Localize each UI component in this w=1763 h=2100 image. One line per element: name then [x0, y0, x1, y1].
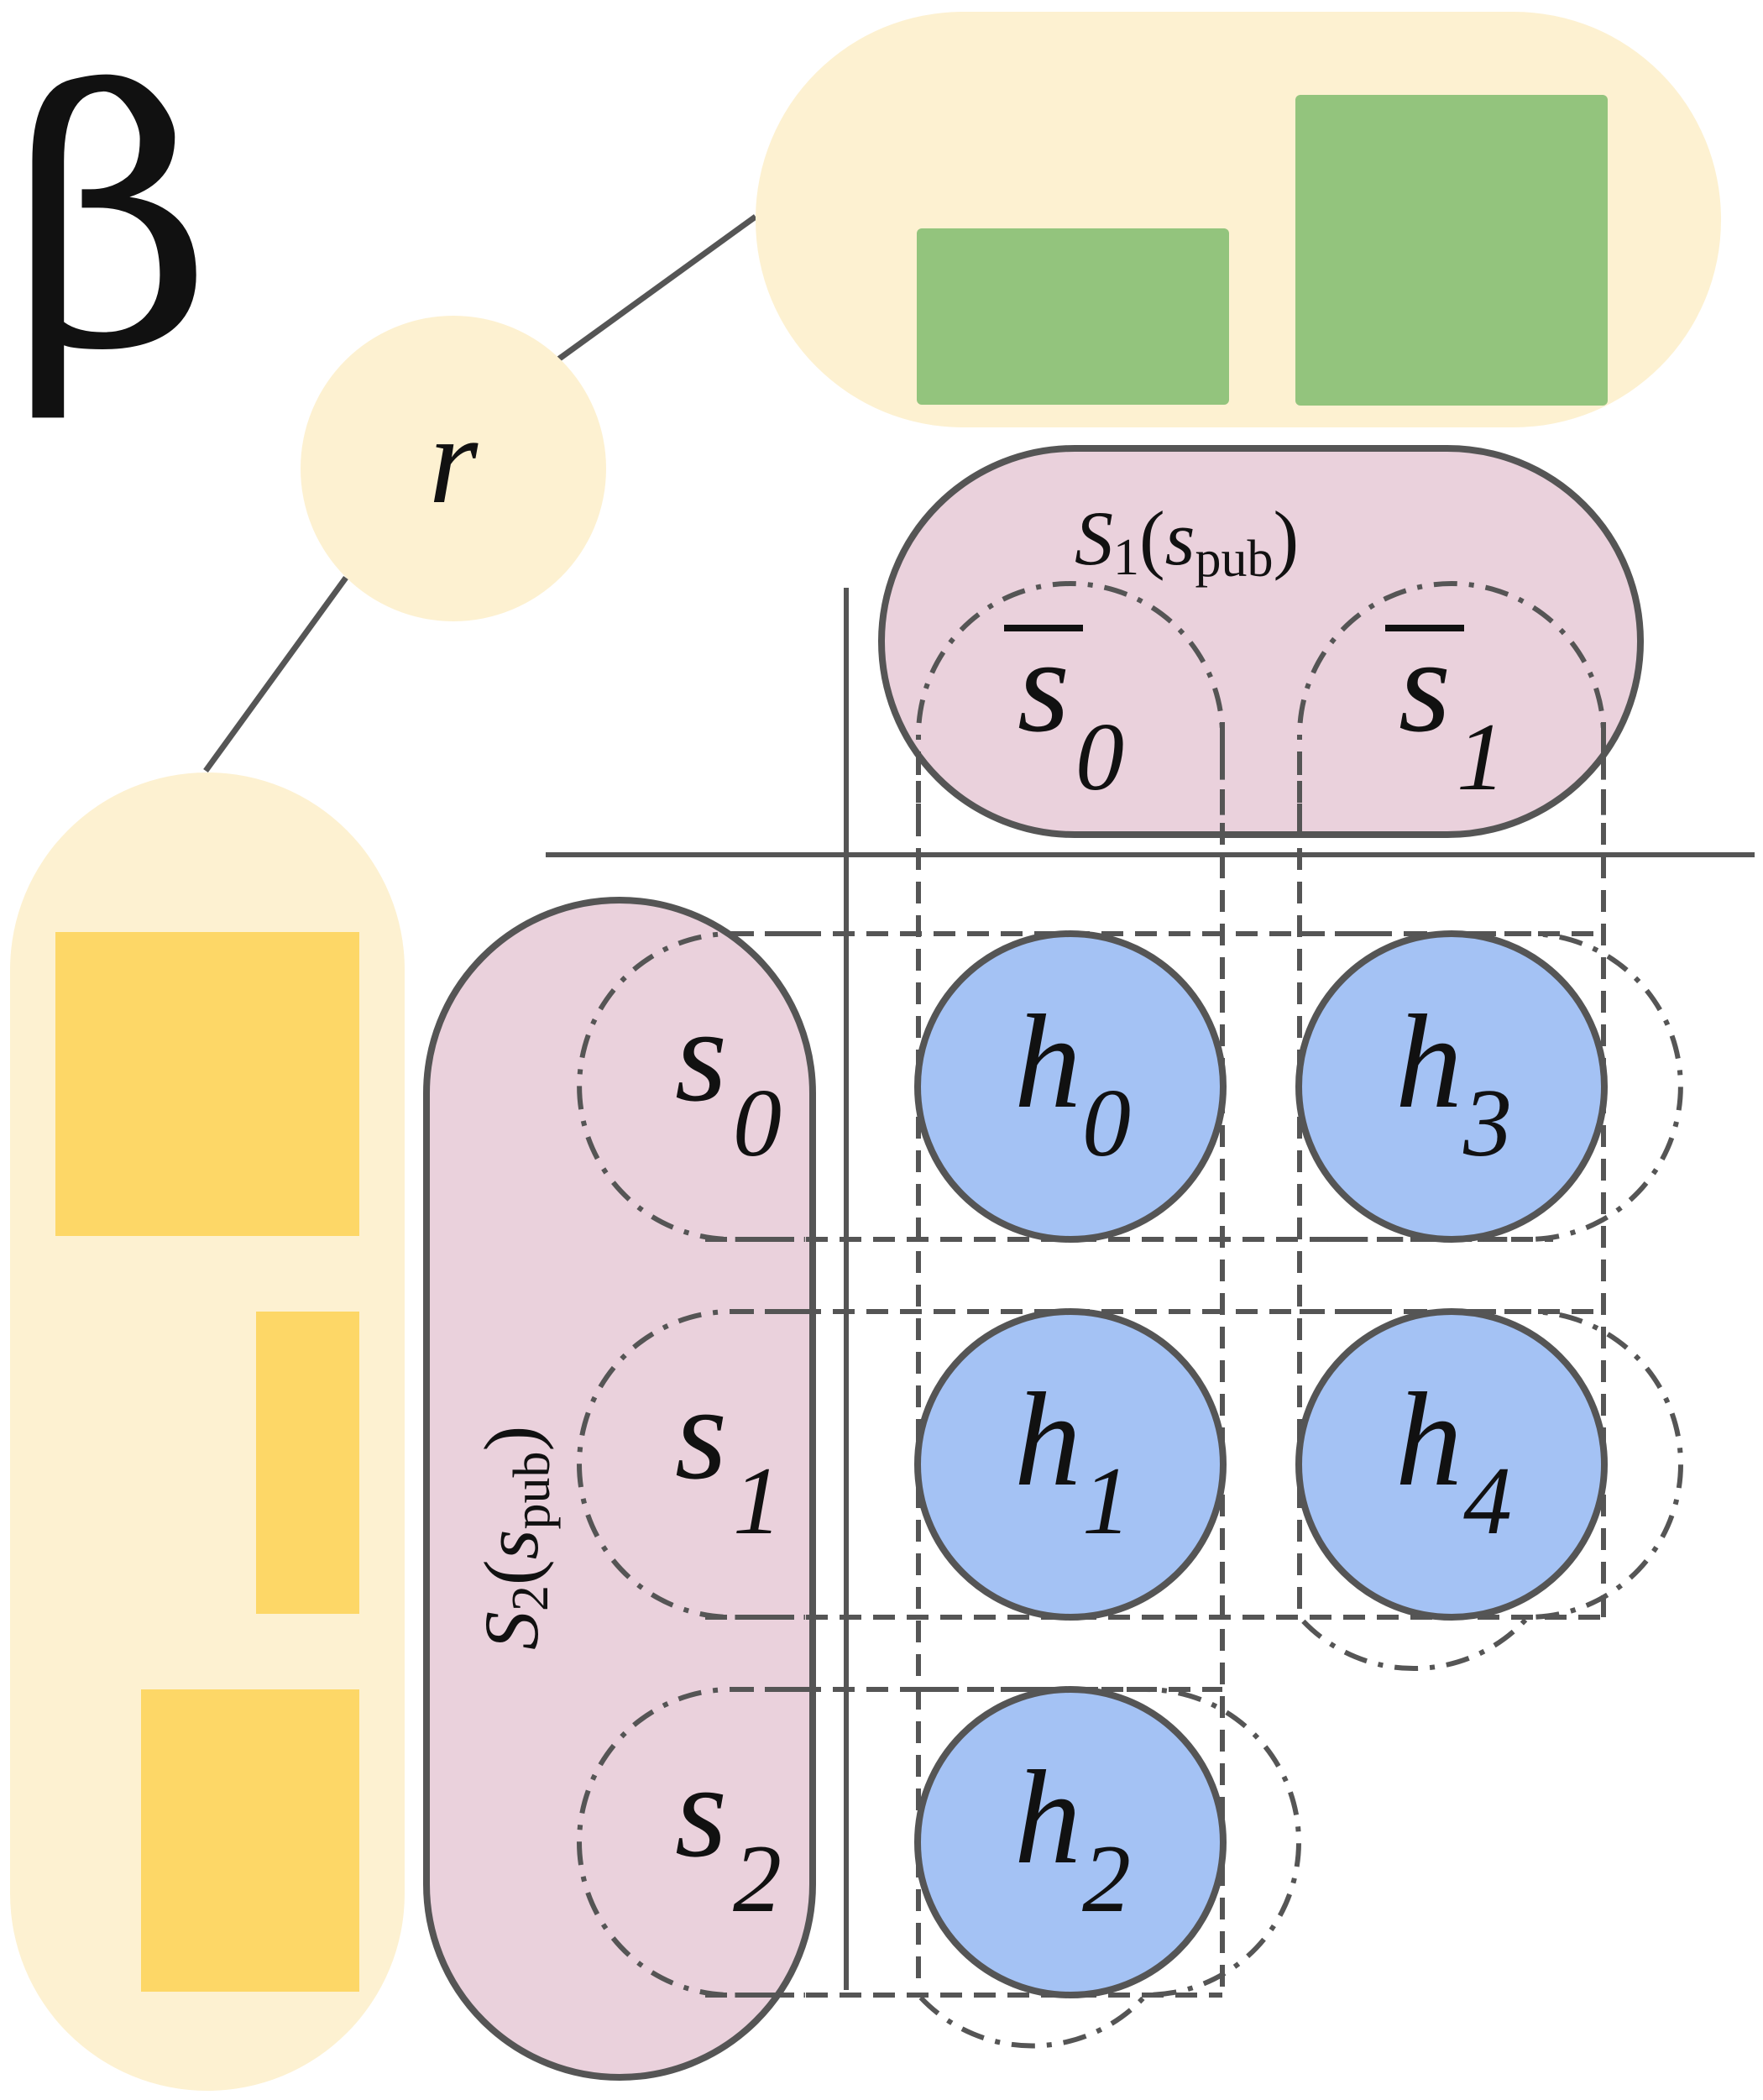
yellow-bar-1	[55, 932, 359, 1236]
green-bar-tall	[1295, 95, 1608, 406]
h0-label-sub: 0	[1082, 1070, 1131, 1177]
left-node-2-sub: 2	[733, 1825, 782, 1933]
s1-label-var-sub: pub	[1195, 531, 1273, 588]
h2-label-base: h	[1014, 1742, 1081, 1892]
s1-label-open: (	[1139, 495, 1165, 581]
h4-node	[1295, 1308, 1608, 1621]
edge-root-left	[203, 575, 348, 773]
h1-label: h 1	[1014, 1364, 1131, 1555]
h4-label-base: h	[1395, 1364, 1462, 1514]
svg-text:S1(spub): S1(spub)	[1075, 495, 1299, 588]
h0-label: h 0	[1014, 987, 1131, 1177]
left-node-1: s 1	[675, 1358, 782, 1555]
left-node-0-sub: 0	[733, 1070, 782, 1177]
top-node-0-base: s	[1018, 610, 1070, 760]
left-node-0-base: s	[675, 980, 727, 1129]
h0-label-base: h	[1014, 987, 1081, 1136]
left-s1-outline	[577, 1309, 805, 1620]
h1-label-base: h	[1014, 1364, 1081, 1514]
s2-label-open: (	[468, 1559, 554, 1585]
s1-label-close: )	[1273, 495, 1299, 581]
s2-label-var-sub: pub	[504, 1452, 561, 1530]
s2-label-sub: 2	[502, 1585, 559, 1611]
left-s0-outline	[577, 931, 805, 1242]
h3-node	[1295, 930, 1608, 1243]
s1-label: S1(spub)	[1075, 495, 1299, 588]
left-node-1-sub: 1	[733, 1448, 782, 1555]
s1-public-group	[878, 445, 1644, 838]
h3-label-base: h	[1395, 987, 1462, 1136]
yellow-bar-3	[141, 1689, 359, 1992]
h3-label: h 3	[1395, 987, 1512, 1177]
left-node-0: s 0	[675, 980, 782, 1177]
top-s0-outline	[916, 581, 1225, 827]
h2-outline	[916, 1687, 1301, 2049]
yellow-bar-2	[256, 1312, 359, 1614]
top-node-1-sub: 1	[1457, 704, 1505, 811]
s2-label-main: S	[468, 1611, 554, 1650]
h3-label-sub: 3	[1462, 1070, 1512, 1177]
top-node-1: s 1	[1385, 610, 1505, 811]
h4-outline	[1297, 1309, 1683, 1672]
top-node-0-sub: 0	[1075, 704, 1124, 811]
h2-node	[914, 1686, 1227, 1998]
root-label: r	[429, 390, 479, 530]
s1-label-var: s	[1165, 495, 1195, 581]
h1-label-sub: 1	[1082, 1448, 1131, 1555]
h4-label-sub: 4	[1463, 1448, 1512, 1555]
s2-label-close: )	[468, 1426, 554, 1452]
top-s1-outline	[1297, 581, 1606, 827]
edge-root-top	[556, 214, 758, 362]
h3-outline	[1300, 931, 1683, 1242]
s1-label-sub: 1	[1113, 529, 1139, 586]
s2-label: S2(spub)	[468, 1426, 561, 1650]
green-bar-short	[917, 228, 1229, 405]
root-node	[301, 316, 606, 621]
h1-node	[914, 1308, 1227, 1621]
left-node-1-base: s	[675, 1358, 727, 1507]
left-node-2-base: s	[675, 1736, 727, 1885]
svg-text:S2(spub): S2(spub)	[468, 1426, 561, 1650]
beta-label: β	[10, 18, 214, 428]
left-node-2: s 2	[675, 1736, 782, 1933]
s2-label-var: s	[468, 1530, 554, 1560]
h2-label: h 2	[1014, 1742, 1131, 1933]
left-s2-outline	[577, 1687, 805, 1998]
top-node-0: s 0	[1004, 610, 1124, 811]
s1-label-main: S	[1075, 495, 1113, 581]
h0-node	[914, 930, 1227, 1243]
s2-public-group	[423, 897, 816, 2081]
top-node-1-base: s	[1399, 610, 1451, 760]
h2-label-sub: 2	[1082, 1825, 1131, 1933]
h4-label: h 4	[1395, 1364, 1512, 1555]
